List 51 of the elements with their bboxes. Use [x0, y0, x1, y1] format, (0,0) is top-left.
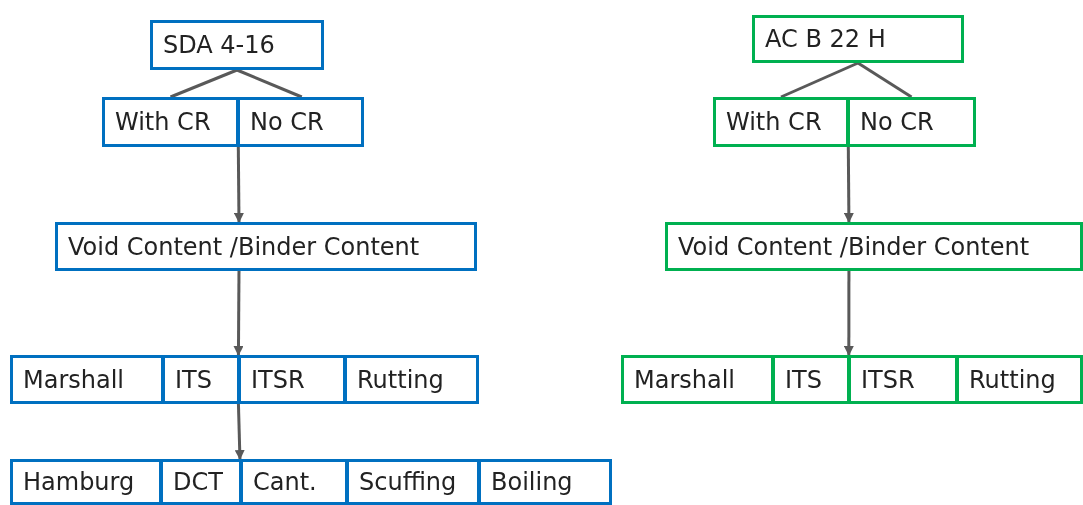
process-box: [10, 459, 162, 505]
process-box: [150, 20, 324, 70]
process-box: [346, 459, 480, 505]
process-box: [10, 355, 164, 404]
process-box: [772, 355, 850, 404]
process-box: [956, 355, 1083, 404]
box-label: ITS: [175, 365, 212, 394]
box-label: Boiling: [491, 468, 573, 496]
process-box: [665, 222, 1083, 271]
process-box: [238, 355, 346, 404]
box-label: Void Content /Binder Content: [68, 232, 420, 261]
box-label: Rutting: [357, 365, 444, 394]
process-box: [713, 97, 849, 147]
process-box: [621, 355, 774, 404]
process-box: [102, 97, 239, 147]
connector-line: [169, 68, 238, 99]
process-box: [847, 97, 976, 147]
box-label: Rutting: [969, 365, 1056, 394]
box-label: ITSR: [861, 365, 915, 394]
process-box: [848, 355, 958, 404]
box-label: Hamburg: [23, 468, 135, 496]
process-box: [162, 355, 240, 404]
process-box: [752, 15, 964, 63]
box-label: With CR: [115, 108, 211, 136]
arrow: [233, 271, 244, 356]
box-label: Scuffing: [359, 468, 457, 496]
arrow: [233, 147, 244, 223]
box-label: Marshall: [634, 365, 736, 394]
box-label: ITS: [785, 365, 822, 394]
box-label: ITSR: [251, 365, 305, 394]
connector-line: [780, 61, 859, 99]
box-label: Void Content /Binder Content: [678, 232, 1030, 261]
box-label: SDA 4-16: [163, 31, 275, 59]
connector-line: [857, 61, 913, 99]
arrow: [843, 147, 854, 223]
box-label: No CR: [250, 108, 324, 136]
arrow: [843, 271, 854, 356]
process-box: [344, 355, 479, 404]
box-label: AC B 22 H: [765, 25, 886, 53]
process-box: [240, 459, 348, 505]
box-label: Cant.: [253, 468, 317, 496]
process-box: [160, 459, 242, 505]
box-label: DCT: [173, 468, 223, 496]
process-box: [237, 97, 364, 147]
process-box: [478, 459, 612, 505]
box-label: No CR: [860, 108, 934, 136]
arrow: [234, 403, 245, 460]
connector-line: [236, 68, 303, 99]
box-label: Marshall: [23, 365, 125, 394]
box-label: With CR: [726, 108, 822, 136]
process-box: [55, 222, 477, 271]
